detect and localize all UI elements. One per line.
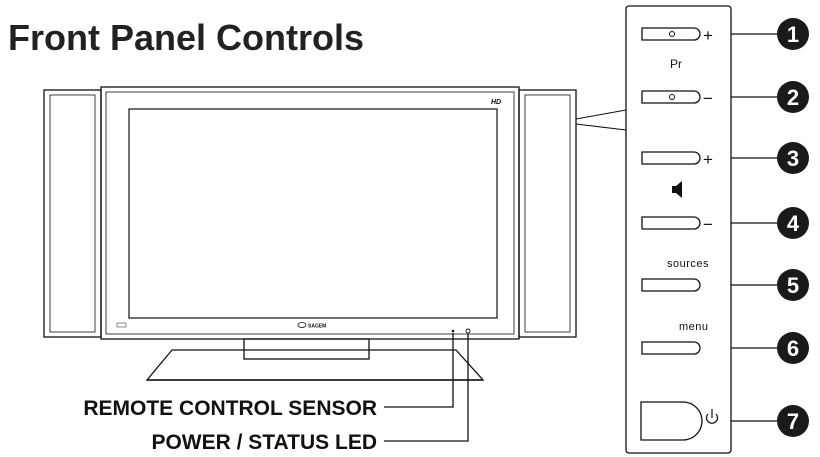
left-speaker	[43, 89, 102, 338]
remote-sensor-label: REMOTE CONTROL SENSOR	[83, 397, 377, 420]
remote-sensor-dot	[451, 329, 455, 333]
svg-text:SAGEM: SAGEM	[308, 324, 326, 330]
badge-1: 1	[777, 18, 809, 50]
stand-base	[145, 349, 485, 381]
power-led-label: POWER / STATUS LED	[151, 431, 377, 454]
tv-set	[43, 86, 577, 381]
power-button[interactable]	[640, 401, 703, 441]
power-led-leader	[384, 334, 469, 442]
stand-neck	[243, 338, 370, 360]
right-speaker	[518, 89, 577, 338]
program-plus-sign: +	[703, 26, 713, 45]
program-minus-sign: −	[703, 89, 713, 108]
svg-text:4: 4	[787, 211, 800, 236]
callout-leaders	[384, 333, 469, 442]
control-panel	[625, 5, 732, 454]
svg-text:6: 6	[787, 336, 799, 361]
program-down-button[interactable]	[641, 90, 701, 104]
speaker-icon	[672, 181, 682, 198]
menu-button[interactable]	[641, 341, 701, 355]
volume-down-button[interactable]	[641, 216, 701, 230]
sources-button[interactable]	[641, 278, 701, 292]
badge-2: 2	[777, 81, 809, 113]
power-led-dot	[465, 328, 471, 334]
page-title: Front Panel Controls	[8, 17, 364, 58]
remote-sensor-leader	[384, 333, 454, 408]
badge-3: 3	[777, 142, 809, 174]
tv-frame	[100, 86, 520, 340]
program-up-dot	[669, 31, 675, 37]
power-icon	[705, 409, 719, 424]
hd-badge: HD	[491, 99, 501, 106]
menu-label: menu	[679, 321, 709, 333]
svg-text:1: 1	[787, 22, 799, 47]
panel-connector	[575, 109, 627, 131]
program-label: Pr	[670, 57, 682, 71]
badge-leaders	[731, 33, 782, 422]
badge-5: 5	[777, 269, 809, 301]
tv-screen	[128, 108, 498, 319]
brand-logo: SAGEM	[297, 322, 326, 330]
volume-up-button[interactable]	[641, 151, 701, 165]
svg-text:5: 5	[787, 273, 799, 298]
tv-corner-logo	[116, 322, 127, 328]
svg-text:2: 2	[787, 85, 799, 110]
program-down-dot	[669, 94, 675, 100]
svg-text:3: 3	[787, 146, 799, 171]
volume-minus-sign: −	[703, 215, 713, 234]
badge-6: 6	[777, 332, 809, 364]
sources-label: sources	[667, 258, 709, 270]
badge-7: 7	[777, 405, 809, 437]
badge-4: 4	[777, 207, 809, 239]
program-up-button[interactable]	[641, 27, 701, 41]
volume-plus-sign: +	[703, 150, 713, 169]
svg-text:7: 7	[787, 409, 799, 434]
